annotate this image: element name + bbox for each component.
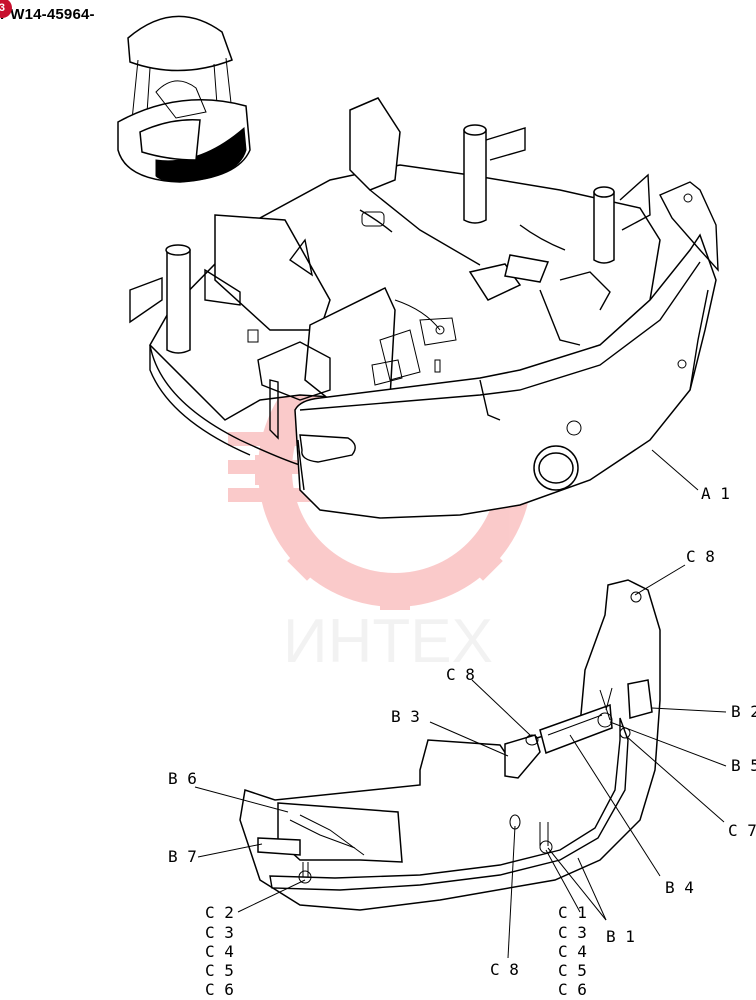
callout-c8-top: C 8 xyxy=(686,547,715,566)
callout-b2: B 2 xyxy=(731,702,756,721)
callout-left-stack-3: C 4 xyxy=(205,942,234,961)
callout-left-stack-4: C 5 xyxy=(205,961,234,980)
part-code-text: PW14-45964- xyxy=(0,6,95,23)
machine-overview-thumbnail xyxy=(117,15,251,183)
callout-c8-mid: C 8 xyxy=(446,665,475,684)
callout-b1: B 1 xyxy=(606,927,635,946)
callout-b3: B 3 xyxy=(391,707,420,726)
callout-right-stack-1: C 1 xyxy=(558,903,587,922)
callout-left-stack-2: C 3 xyxy=(205,923,234,942)
page-marker-badge: 3 xyxy=(0,0,12,18)
callout-b7: B 7 xyxy=(168,847,197,866)
callout-c8-bottom: C 8 xyxy=(490,960,519,979)
callout-left-stack-1: C 2 xyxy=(205,903,234,922)
callout-b5: B 5 xyxy=(731,756,756,775)
leader-lines xyxy=(194,449,727,959)
upper-frame-assembly xyxy=(129,97,719,519)
part-code: 3 PW14-45964- xyxy=(0,0,95,23)
watermark-text: ИНТЕХ xyxy=(283,607,493,676)
callout-a1: A 1 xyxy=(701,484,730,503)
callout-c7: C 7 xyxy=(728,821,756,840)
callout-b6: B 6 xyxy=(168,769,197,788)
callout-right-stack-2: C 3 xyxy=(558,923,587,942)
callout-b4: B 4 xyxy=(665,878,694,897)
callout-right-stack-3: C 4 xyxy=(558,942,587,961)
callout-labels: A 1 C 8 C 8 B 3 B 2 B 5 B 6 C 7 B 7 B 4 … xyxy=(168,484,756,999)
callout-right-stack-5: C 6 xyxy=(558,980,587,999)
callout-left-stack-5: C 6 xyxy=(205,980,234,999)
lower-counterweight-assembly xyxy=(239,579,661,911)
callout-right-stack-4: C 5 xyxy=(558,961,587,980)
